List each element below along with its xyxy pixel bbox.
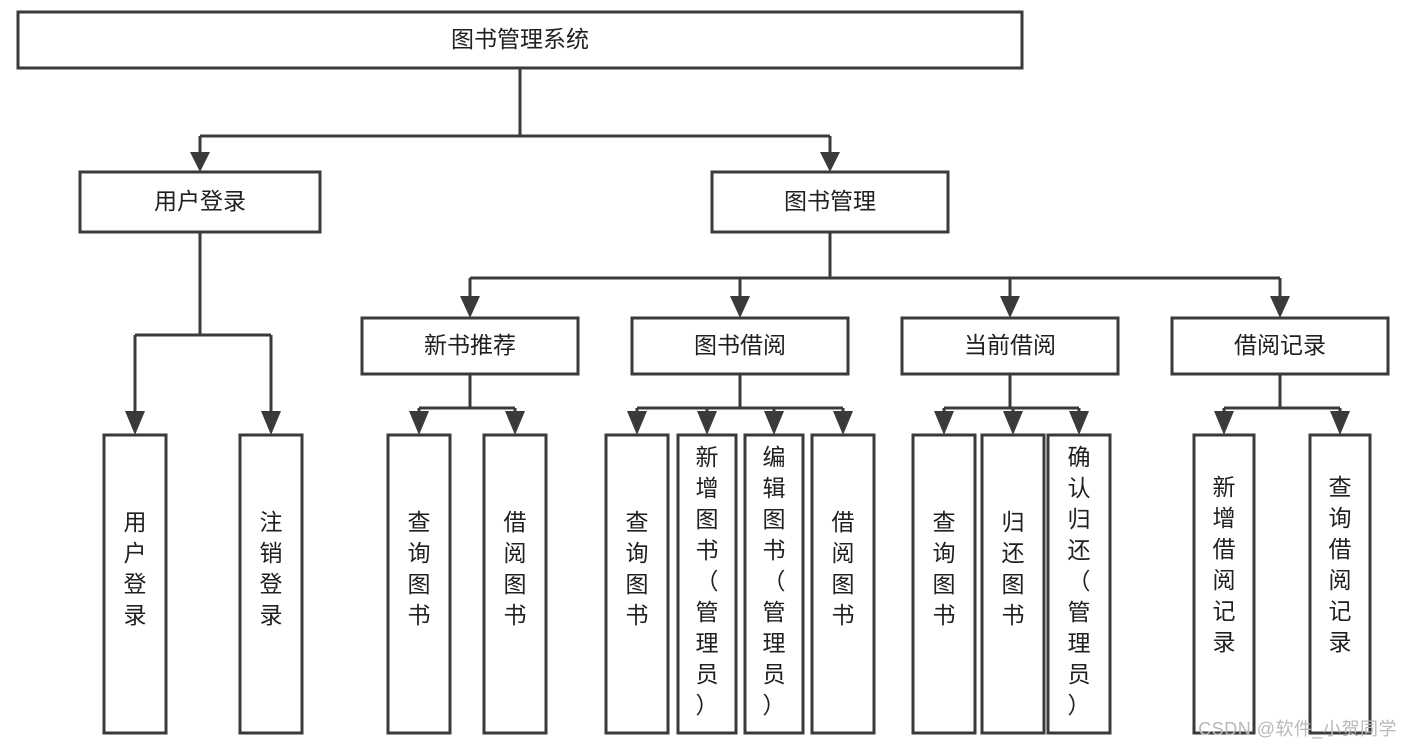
node-borrow-record-box[interactable] [1170, 316, 1390, 376]
leaf-node[interactable]: 用户登录 [102, 433, 168, 735]
leaf-node[interactable]: 归还图书 [980, 433, 1046, 735]
arrow-head-icon [1003, 411, 1023, 435]
node-user-login-label: 用户登录 [154, 188, 246, 214]
leaf-node-label: 借阅图书 [504, 509, 527, 628]
edge-root-to-level2 [190, 68, 840, 172]
node-book-borrow-label: 图书借阅 [694, 332, 786, 358]
leaf-node-label: 查询图书 [626, 509, 649, 628]
connector-layer [125, 68, 1350, 435]
leaf-node[interactable]: 借阅图书 [482, 433, 548, 735]
arrow-head-icon [190, 152, 210, 172]
edge-newbook-to-leaves [409, 374, 525, 435]
node-new-book-recommend-box[interactable] [360, 316, 580, 376]
leaf-node-label: 查询借阅记录 [1329, 474, 1352, 655]
leaf-node-layer: 用户登录 注销登录 查询图书 借阅图书 查询图书 新增图书（管理员） [102, 433, 1372, 735]
node-book-borrow[interactable]: 图书借阅 [630, 316, 850, 376]
leaf-node-label: 注销登录 [260, 509, 283, 628]
arrow-head-icon [505, 411, 525, 435]
leaf-node[interactable]: 确认归还（管理员） [1046, 433, 1112, 735]
leaf-node-label: 新增借阅记录 [1213, 474, 1236, 655]
leaf-node[interactable]: 新增图书（管理员） [676, 433, 738, 735]
leaf-node[interactable]: 新增借阅记录 [1192, 433, 1256, 735]
arrow-head-icon [833, 411, 853, 435]
node-current-borrow-label: 当前借阅 [964, 332, 1056, 358]
node-new-book-recommend[interactable]: 新书推荐 [360, 316, 580, 376]
leaf-node[interactable]: 编辑图书（管理员） [743, 433, 805, 735]
arrow-head-icon [1270, 296, 1290, 318]
arrow-head-icon [764, 411, 784, 435]
leaf-node-label: 归还图书 [1002, 509, 1025, 628]
leaf-node-box[interactable] [386, 433, 452, 735]
arrow-head-icon [627, 411, 647, 435]
node-borrow-record[interactable]: 借阅记录 [1170, 316, 1390, 376]
node-borrow-record-label: 借阅记录 [1234, 332, 1326, 358]
arrow-head-icon [730, 296, 750, 318]
node-user-login-box[interactable] [78, 170, 322, 234]
arrow-head-icon [1330, 411, 1350, 435]
leaf-node-box[interactable] [1308, 433, 1372, 735]
node-book-management[interactable]: 图书管理 [710, 170, 950, 234]
arrow-head-icon [820, 152, 840, 172]
edge-bookmgmt-to-level3 [460, 232, 1290, 318]
edge-record-to-leaves [1214, 374, 1350, 435]
node-user-login[interactable]: 用户登录 [78, 170, 322, 234]
node-root-label: 图书管理系统 [451, 26, 589, 52]
arrow-head-icon [1214, 411, 1234, 435]
node-current-borrow[interactable]: 当前借阅 [900, 316, 1120, 376]
leaf-node-box[interactable] [102, 433, 168, 735]
leaf-node-label: 编辑图书（管理员） [763, 444, 786, 718]
leaf-node-box[interactable] [743, 433, 805, 735]
leaf-node-box[interactable] [980, 433, 1046, 735]
leaf-node[interactable]: 查询借阅记录 [1308, 433, 1372, 735]
leaf-node-box[interactable] [911, 433, 977, 735]
leaf-node-box[interactable] [810, 433, 876, 735]
node-book-management-box[interactable] [710, 170, 950, 234]
leaf-node-label: 查询图书 [933, 509, 956, 628]
leaf-node-box[interactable] [1192, 433, 1256, 735]
leaf-node[interactable]: 查询图书 [386, 433, 452, 735]
node-book-borrow-box[interactable] [630, 316, 850, 376]
leaf-node-label: 借阅图书 [832, 509, 855, 628]
leaf-node-box[interactable] [604, 433, 670, 735]
node-current-borrow-box[interactable] [900, 316, 1120, 376]
arrow-head-icon [409, 411, 429, 435]
leaf-node-box[interactable] [482, 433, 548, 735]
leaf-node-box[interactable] [238, 433, 304, 735]
leaf-node[interactable]: 查询图书 [604, 433, 670, 735]
arrow-head-icon [934, 411, 954, 435]
leaf-node-box[interactable] [1046, 433, 1112, 735]
leaf-node[interactable]: 借阅图书 [810, 433, 876, 735]
leaf-node[interactable]: 注销登录 [238, 433, 304, 735]
node-new-book-recommend-label: 新书推荐 [424, 332, 516, 358]
arrow-head-icon [460, 296, 480, 318]
arrow-head-icon [261, 411, 281, 435]
leaf-node[interactable]: 查询图书 [911, 433, 977, 735]
edge-current-to-leaves [934, 374, 1089, 435]
node-book-management-label: 图书管理 [784, 188, 876, 214]
leaf-node-label: 查询图书 [408, 509, 431, 628]
arrow-head-icon [125, 411, 145, 435]
node-root-box[interactable] [16, 10, 1024, 70]
leaf-node-label: 新增图书（管理员） [696, 444, 719, 718]
node-root[interactable]: 图书管理系统 [16, 10, 1024, 70]
edge-userlogin-to-leaves [125, 232, 281, 435]
leaf-node-label: 用户登录 [124, 509, 147, 628]
leaf-node-label: 确认归还（管理员） [1068, 444, 1091, 718]
arrow-head-icon [1069, 411, 1089, 435]
arrow-head-icon [697, 411, 717, 435]
edge-borrow-to-leaves [627, 374, 853, 435]
arrow-head-icon [1000, 296, 1020, 318]
leaf-node-box[interactable] [676, 433, 738, 735]
